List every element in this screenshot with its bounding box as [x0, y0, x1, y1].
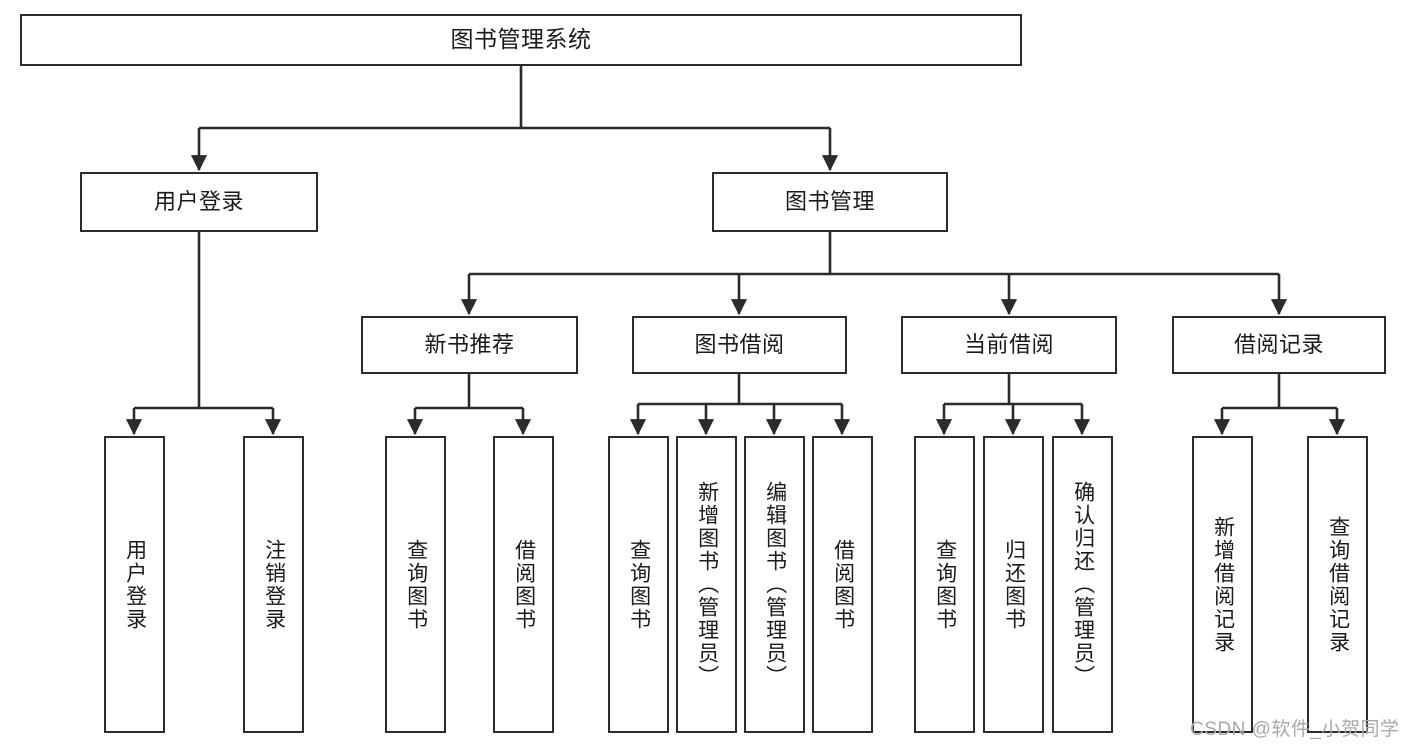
node-leaf-logout-login-label: 注销登录 — [262, 538, 286, 631]
node-new-book-recommend[interactable]: 新书推荐 — [361, 316, 578, 374]
node-leaf-confirm-return-label: 确认归还（管理员） — [1071, 481, 1095, 688]
node-leaf-add-book[interactable]: 新增图书（管理员） — [676, 436, 737, 733]
node-leaf-logout-login[interactable]: 注销登录 — [243, 436, 304, 733]
node-leaf-query-record[interactable]: 查询借阅记录 — [1307, 436, 1368, 733]
node-user-login[interactable]: 用户登录 — [80, 172, 318, 232]
csdn-watermark: CSDN @软件_小贺同学 — [1190, 719, 1400, 740]
node-leaf-borrow-book-1[interactable]: 借阅图书 — [493, 436, 554, 733]
node-leaf-return-book[interactable]: 归还图书 — [983, 436, 1044, 733]
node-book-borrow-label: 图书借阅 — [694, 331, 785, 357]
node-leaf-add-record[interactable]: 新增借阅记录 — [1192, 436, 1253, 733]
node-current-borrow-label: 当前借阅 — [963, 331, 1054, 357]
node-leaf-user-login-label: 用户登录 — [123, 538, 147, 631]
node-root-system-label: 图书管理系统 — [450, 26, 592, 53]
node-leaf-query-book-2[interactable]: 查询图书 — [608, 436, 669, 733]
node-leaf-add-record-label: 新增借阅记录 — [1211, 515, 1235, 654]
node-user-login-label: 用户登录 — [153, 188, 244, 214]
node-borrow-record-label: 借阅记录 — [1233, 331, 1324, 357]
node-leaf-add-book-label: 新增图书（管理员） — [695, 481, 719, 688]
node-book-management-label: 图书管理 — [784, 188, 875, 214]
node-book-borrow[interactable]: 图书借阅 — [632, 316, 847, 374]
node-leaf-borrow-book-2[interactable]: 借阅图书 — [812, 436, 873, 733]
node-leaf-edit-book-label: 编辑图书（管理员） — [763, 481, 787, 688]
node-leaf-return-book-label: 归还图书 — [1002, 538, 1026, 631]
node-root-system[interactable]: 图书管理系统 — [20, 14, 1022, 66]
node-leaf-borrow-book-1-label: 借阅图书 — [512, 538, 536, 631]
node-leaf-borrow-book-2-label: 借阅图书 — [831, 538, 855, 631]
node-leaf-query-book-3-label: 查询图书 — [933, 538, 957, 631]
node-new-book-recommend-label: 新书推荐 — [424, 331, 515, 357]
node-borrow-record[interactable]: 借阅记录 — [1172, 316, 1386, 374]
node-leaf-confirm-return[interactable]: 确认归还（管理员） — [1052, 436, 1113, 733]
node-current-borrow[interactable]: 当前借阅 — [901, 316, 1117, 374]
node-leaf-query-book-2-label: 查询图书 — [627, 538, 651, 631]
node-leaf-query-book-3[interactable]: 查询图书 — [914, 436, 975, 733]
node-leaf-query-record-label: 查询借阅记录 — [1326, 515, 1350, 654]
node-book-management[interactable]: 图书管理 — [712, 172, 948, 232]
node-leaf-query-book-1-label: 查询图书 — [404, 538, 428, 631]
node-leaf-query-book-1[interactable]: 查询图书 — [385, 436, 446, 733]
node-leaf-user-login[interactable]: 用户登录 — [104, 436, 165, 733]
node-leaf-edit-book[interactable]: 编辑图书（管理员） — [744, 436, 805, 733]
